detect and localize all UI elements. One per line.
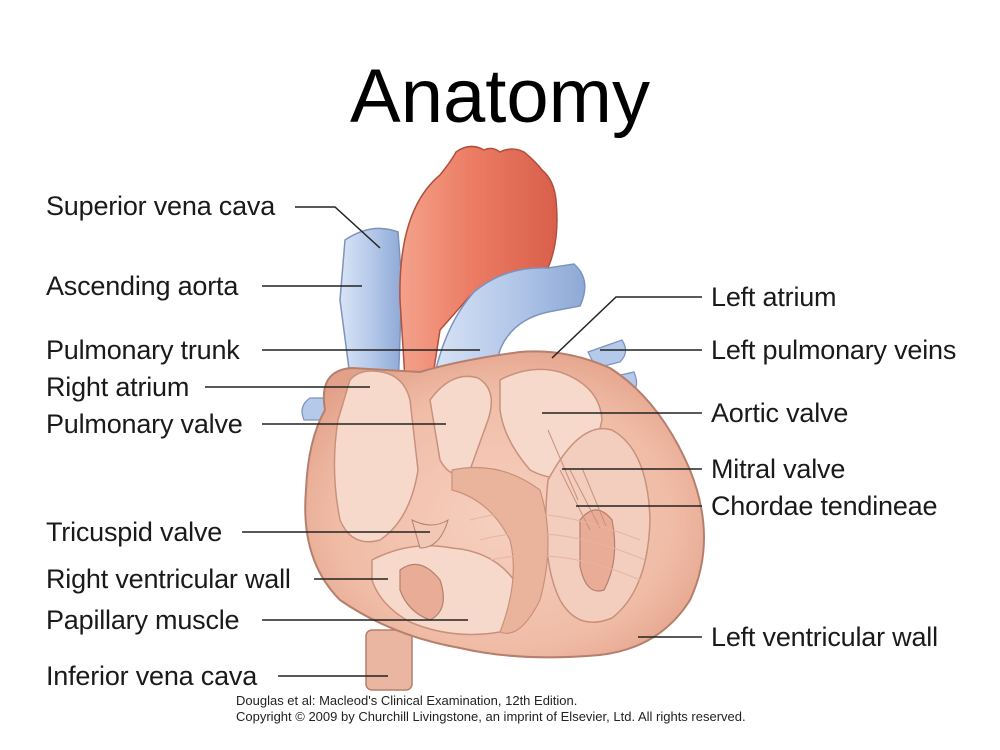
label-right-ventricular-wall: Right ventricular wall — [46, 564, 291, 594]
leader-superior-vena-cava — [295, 206, 381, 249]
label-papillary-muscle: Papillary muscle — [46, 605, 240, 635]
label-left-pulmonary-veins: Left pulmonary veins — [711, 335, 957, 365]
aorta-shape — [399, 145, 558, 396]
label-ascending-aorta: Ascending aorta — [46, 271, 239, 301]
heart-body-shape — [304, 350, 705, 659]
credit-line-2: Copyright © 2009 by Churchill Livingston… — [236, 709, 746, 724]
credit-line-1: Douglas et al: Macleod's Clinical Examin… — [236, 693, 578, 708]
label-chordae-tendineae: Chordae tendineae — [711, 491, 938, 521]
label-right-atrium: Right atrium — [46, 372, 190, 402]
leader-lines-left — [205, 206, 480, 677]
leader-left-atrium — [551, 296, 702, 359]
label-pulmonary-trunk: Pulmonary trunk — [46, 335, 240, 365]
label-aortic-valve: Aortic valve — [711, 398, 849, 428]
label-left-ventricular-wall: Left ventricular wall — [711, 622, 938, 652]
leader-lines-right — [542, 296, 702, 638]
label-pulmonary-valve: Pulmonary valve — [46, 409, 243, 439]
label-mitral-valve: Mitral valve — [711, 454, 846, 484]
inferior-vena-cava-shape — [365, 629, 413, 691]
label-superior-vena-cava: Superior vena cava — [46, 191, 276, 221]
label-inferior-vena-cava: Inferior vena cava — [46, 661, 258, 691]
label-left-atrium: Left atrium — [711, 282, 837, 312]
page-title: Anatomy — [350, 54, 650, 139]
label-tricuspid-valve: Tricuspid valve — [46, 517, 223, 547]
